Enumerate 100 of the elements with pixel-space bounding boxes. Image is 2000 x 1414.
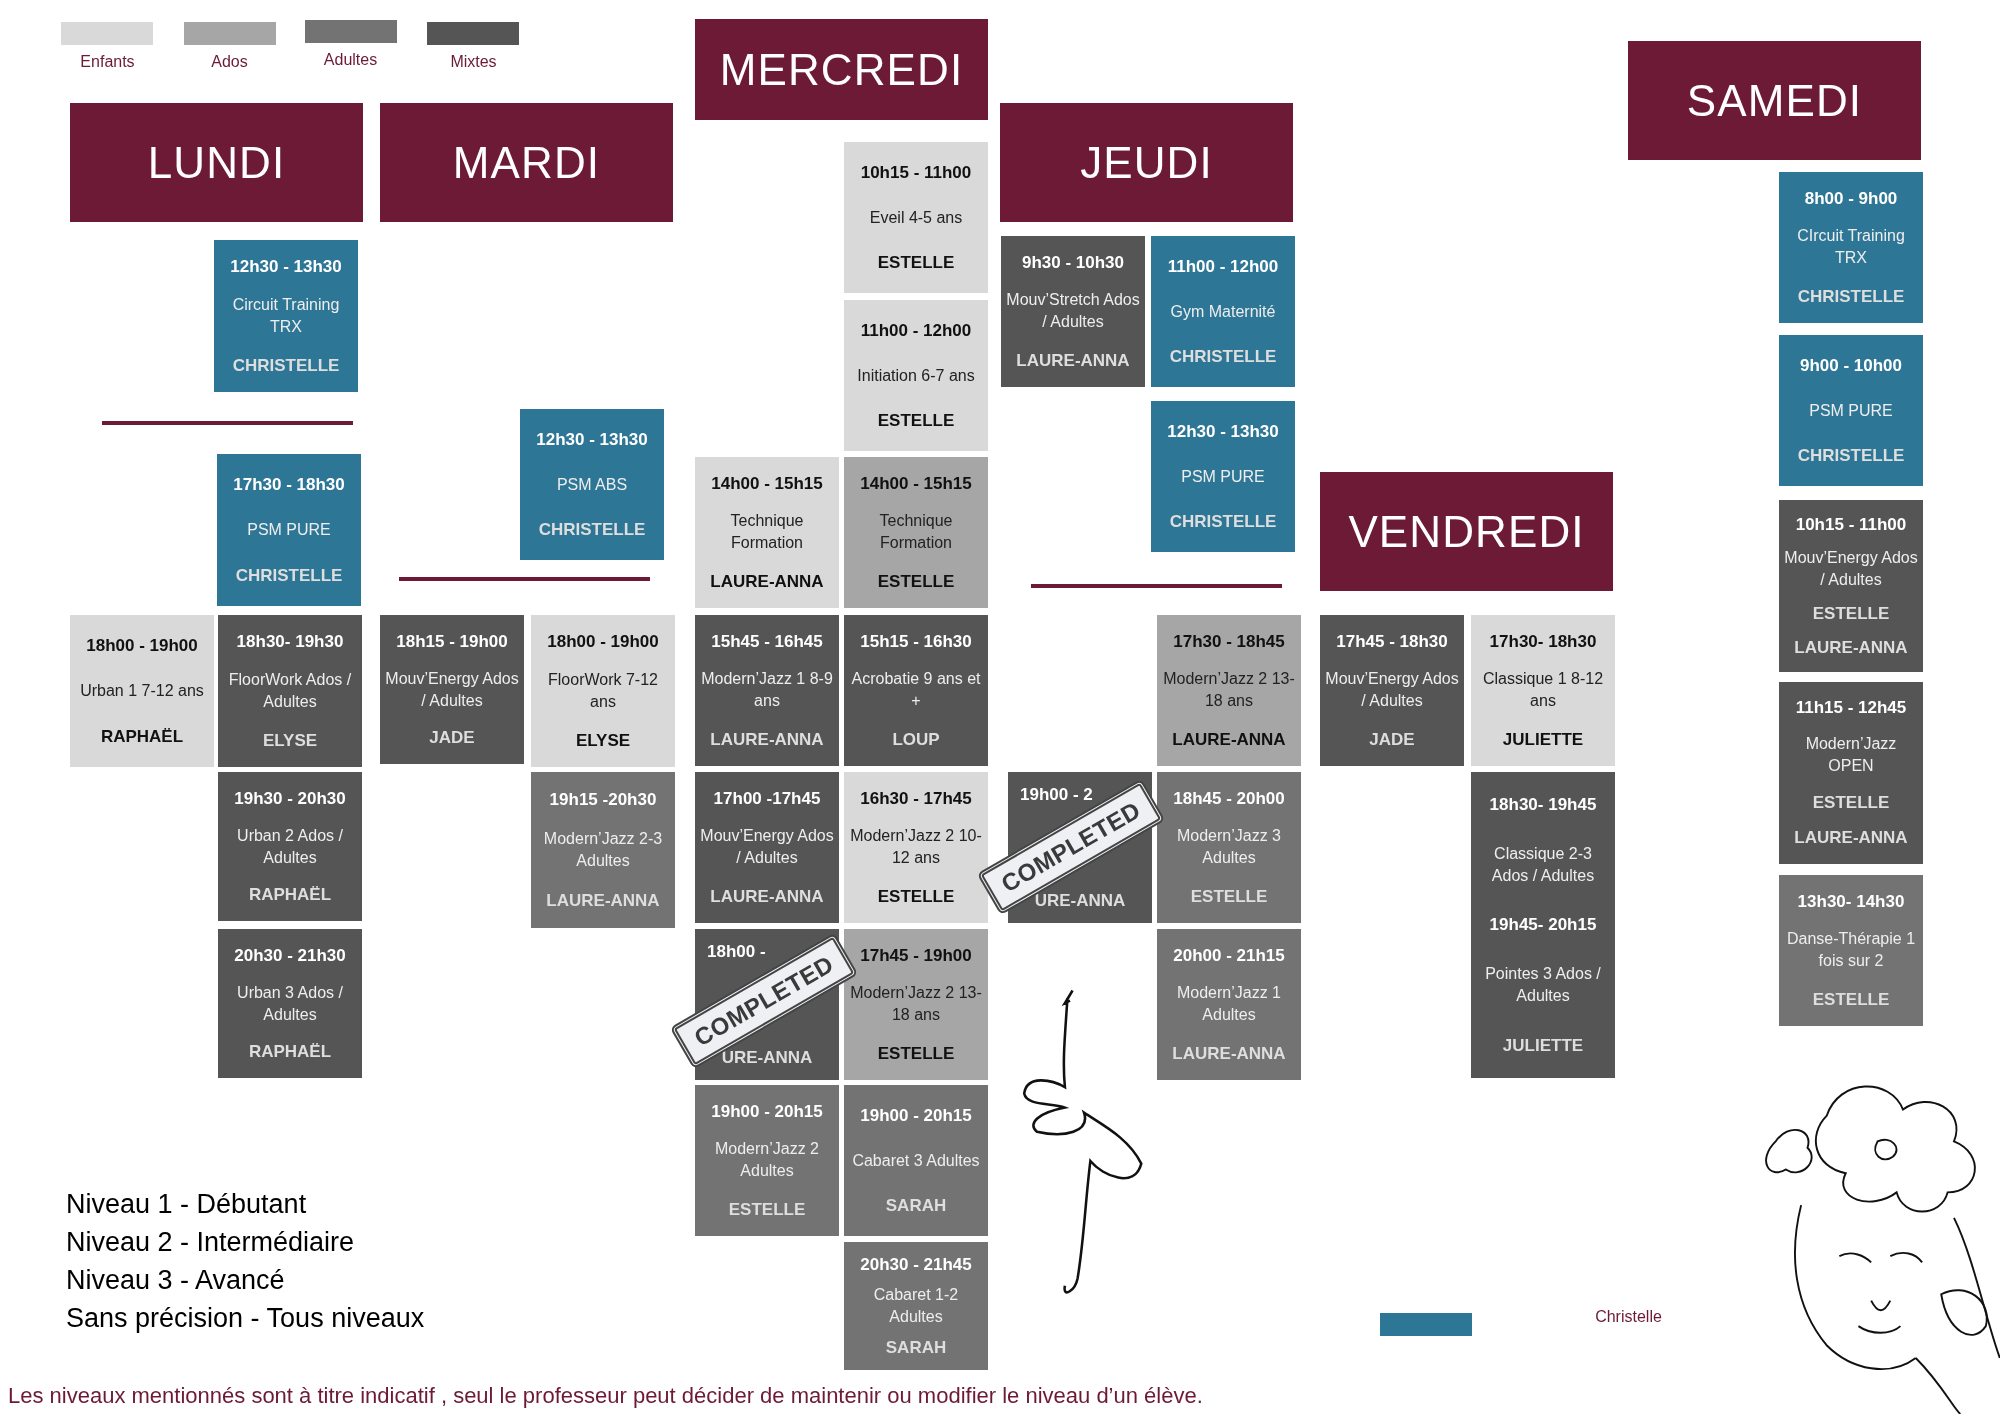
class-name: Modern’Jazz 1 Adultes: [1175, 983, 1282, 1026]
class-time: 16h30 - 17h45: [860, 788, 972, 810]
teacher-name: JADE: [429, 727, 475, 749]
class-name: Urban 2 Ados / Adultes: [236, 825, 344, 868]
class-name: Urban 1 7-12 ans: [80, 681, 204, 701]
class-card: [531, 615, 675, 767]
class-card: [695, 1085, 839, 1236]
class-card: [1157, 615, 1301, 766]
day-name: MERCREDI: [719, 43, 964, 96]
teacher-name: LAURE-ANNA: [710, 728, 824, 750]
class-name: PSM PURE: [247, 520, 331, 540]
legend-label: Adultes: [322, 50, 379, 70]
class-name: FloorWork 7-12 ans: [547, 670, 659, 712]
class-time: 19h15 -20h30: [549, 788, 657, 811]
class-card: [1151, 236, 1295, 387]
class-name: Eveil 4-5 ans: [869, 207, 963, 228]
class-time: 11h00 - 12h00: [1167, 255, 1279, 277]
class-name: Mouv’Energy Ados / Adultes: [1324, 669, 1460, 712]
class-card: [218, 929, 362, 1078]
class-card: [1779, 335, 1923, 486]
teacher-name: LAURE-ANNA: [1172, 728, 1286, 750]
class-name: Cabaret 3 Adultes: [852, 1150, 980, 1171]
teacher-name: CHRISTELLE: [1169, 346, 1277, 368]
class-name: Modern’Jazz 2 13-18 ans: [1162, 669, 1296, 712]
level-note: Sans précision - Tous niveaux: [66, 1302, 425, 1335]
teacher-name: ELYSE: [575, 729, 631, 751]
class-time: 19h00 - 20h15: [711, 1101, 823, 1123]
teacher-name: CHRISTELLE: [1169, 511, 1277, 533]
class-time: 14h00 - 15h15: [860, 473, 972, 495]
class-name: PSM PURE: [1181, 466, 1265, 487]
teacher-name: RAPHAËL: [100, 725, 184, 748]
teacher-name: RAPHAËL: [248, 1041, 332, 1063]
class-time: 17h00 -17h45: [713, 788, 821, 810]
class-card: [217, 454, 361, 606]
teacher-name: LAURE-ANNA: [1794, 827, 1908, 849]
class-time: 17h45 - 18h30: [1336, 631, 1448, 653]
class-name: Classique 2-3 Ados / Adultes: [1490, 843, 1596, 886]
teacher-name: JULIETTE: [1502, 1034, 1584, 1057]
class-time: 8h00 - 9h00: [1804, 188, 1898, 210]
day-header: [1628, 41, 1921, 160]
day-header: [1000, 103, 1293, 222]
teacher-name: ESTELLE: [1190, 885, 1268, 907]
class-card: [1157, 772, 1301, 923]
class-time: 19h00 - 2: [1019, 784, 1093, 804]
day-header: [70, 103, 363, 222]
class-time: 19h30 - 20h30: [234, 787, 346, 809]
class-card: [1471, 615, 1615, 766]
teacher-name: LAURE-ANNA: [710, 885, 824, 907]
class-name: Circuit Training TRX: [231, 295, 341, 337]
class-time: 18h30- 19h45: [1489, 793, 1597, 816]
day-header: [1320, 472, 1613, 591]
class-time: 11h15 - 12h45: [1795, 697, 1907, 719]
teacher-name: ELYSE: [262, 729, 318, 751]
class-card: [844, 300, 988, 451]
class-card: [531, 772, 675, 928]
teacher-name: CHRISTELLE: [235, 564, 343, 587]
teacher-name: LAURE-ANNA: [710, 570, 824, 592]
teacher-name: LAURE-ANNA: [1172, 1042, 1286, 1064]
day-name: SAMEDI: [1686, 74, 1863, 127]
class-name: Cabaret 1-2 Adultes: [872, 1285, 960, 1327]
teacher-name: SARAH: [885, 1336, 947, 1358]
class-name: Mouv’Energy Ados / Adultes: [384, 668, 520, 711]
class-card: [844, 929, 988, 1080]
teacher-name: LAURE-ANNA: [546, 889, 660, 912]
teacher-name: ESTELLE: [877, 570, 955, 592]
teacher-name: ESTELLE: [877, 1042, 955, 1064]
day-header: [380, 103, 673, 222]
level-note: Niveau 1 - Débutant: [66, 1188, 307, 1221]
day-name: VENDREDI: [1348, 505, 1585, 558]
class-card: [695, 457, 839, 608]
class-name: FloorWork Ados / Adultes: [227, 670, 353, 712]
day-name: LUNDI: [147, 136, 286, 189]
class-card: [1779, 172, 1923, 323]
class-time: 17h30 - 18h30: [233, 473, 345, 496]
class-time: 12h30 - 13h30: [536, 428, 648, 450]
class-time: 20h30 - 21h30: [234, 944, 346, 966]
class-time: 19h45- 20h15: [1489, 914, 1597, 936]
class-card: [1779, 875, 1923, 1026]
class-card: [1157, 929, 1301, 1080]
class-card: [214, 240, 358, 392]
day-name: JEUDI: [1080, 136, 1213, 189]
class-name: Pointes 3 Ados / Adultes: [1484, 964, 1602, 1007]
class-card: [844, 615, 988, 766]
class-time: 9h00 - 10h00: [1799, 354, 1903, 376]
class-card: [844, 1085, 988, 1236]
class-name: Urban 3 Ados / Adultes: [236, 982, 344, 1025]
class-name: Mouv’Energy Ados / Adultes: [1783, 548, 1919, 591]
class-time: 18h00 -: [707, 941, 766, 961]
class-card: [380, 615, 524, 764]
class-time: 11h00 - 12h00: [860, 319, 972, 341]
teacher-name: ESTELLE: [1812, 791, 1890, 813]
teacher-name: JADE: [1369, 728, 1415, 750]
teacher-name: RAPHAËL: [248, 884, 332, 906]
class-card: [520, 409, 664, 560]
teacher-name: CHRISTELLE: [1797, 445, 1905, 467]
legend-label: Ados: [210, 52, 249, 72]
class-time: 12h30 - 13h30: [1167, 420, 1279, 442]
class-time: 17h45 - 19h00: [860, 945, 972, 967]
day-name: MARDI: [452, 136, 601, 189]
teacher-name: ESTELLE: [1812, 988, 1890, 1010]
